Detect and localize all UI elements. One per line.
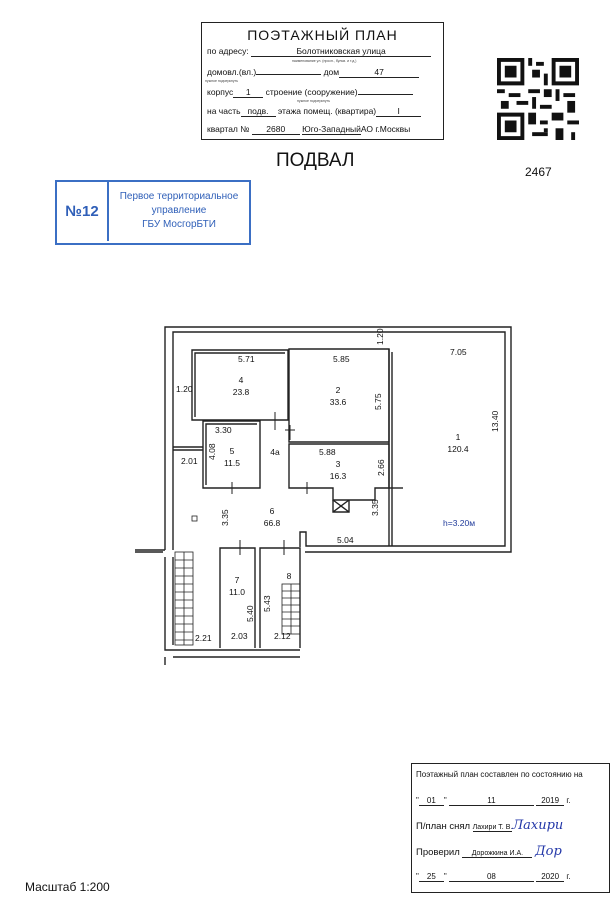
stroenie-hint: нужное подчеркнуть: [297, 99, 331, 103]
dim: 4.08: [207, 443, 217, 460]
doc-code: 2467: [525, 165, 552, 179]
address-value: Болотниковская улица: [251, 46, 432, 57]
floor-title: ПОДВАЛ: [276, 150, 355, 171]
surveyor-name: Лахири Т. В.: [472, 824, 513, 832]
dim: 2.12: [274, 631, 291, 641]
day-1: 01: [418, 796, 444, 806]
dim: 5.85: [333, 354, 350, 364]
walls: [135, 326, 512, 665]
doc-title: ПОЭТАЖНЫЙ ПЛАН: [247, 27, 398, 43]
checker-name: Дорожкина И.А.: [462, 850, 533, 858]
korpus-label: корпус: [207, 87, 234, 97]
qr-code: [497, 58, 579, 140]
dim: 5.75: [373, 393, 383, 410]
dim: 2.21: [195, 633, 212, 643]
column-marker: [191, 515, 198, 522]
year-suffix-2: г.: [566, 872, 571, 881]
dom-value: 47: [339, 67, 420, 78]
room-6-area: 66.8: [264, 518, 281, 528]
room-4a-num: 4а: [270, 447, 280, 457]
dim: 3.35: [370, 499, 380, 516]
dim: 3.30: [215, 425, 232, 435]
dim: 2.03: [231, 631, 248, 641]
stamp-line-2: управление: [151, 205, 207, 216]
kvartal-value: 2680: [251, 124, 300, 135]
room-2-area: 33.6: [330, 397, 347, 407]
dim: 2.66: [376, 459, 386, 476]
stairs: [174, 551, 301, 646]
day-2: 25: [418, 872, 444, 882]
dim: 5.88: [319, 447, 336, 457]
dim: 5.71: [238, 354, 255, 364]
domovl-hint: нужное подчеркнуть: [205, 79, 239, 83]
district: Юго-Западный: [302, 124, 361, 135]
stamp-line-1: Первое территориальное: [119, 191, 239, 202]
dim: 5.40: [245, 605, 255, 622]
part-label: на часть: [207, 106, 241, 116]
stamp-number: №12: [57, 182, 109, 241]
floor-label: этажа помещ. (квартира): [277, 106, 377, 116]
surveyor-label: П/план снял: [416, 821, 471, 832]
month-1: 11: [448, 796, 534, 806]
room-4-area: 23.8: [233, 387, 250, 397]
ceiling-height: h=3.20м: [443, 518, 475, 528]
kvartal-label: квартал №: [207, 124, 250, 134]
part-value: подв.: [240, 106, 276, 117]
room-8-num: 8: [287, 571, 292, 581]
address-label: по адресу:: [207, 46, 249, 56]
room-6-num: 6: [270, 506, 275, 516]
domovl-label: домовл.(вл.): [207, 67, 257, 77]
checker-signature: Дор: [535, 844, 562, 859]
year-2: 2020: [536, 872, 565, 882]
stroenie-label: строение (сооружение): [265, 87, 358, 97]
dim: 3.35: [220, 509, 230, 526]
month-2: 08: [448, 872, 534, 882]
room-5-area: 11.5: [224, 458, 240, 468]
room-5-num: 5: [230, 446, 235, 456]
room-2-num: 2: [336, 385, 341, 395]
dom-label: дом: [323, 67, 340, 77]
dim: 7.05: [450, 347, 467, 357]
scale-label: Масштаб 1:200: [25, 880, 110, 894]
dim: 5.43: [262, 595, 272, 612]
room-4-num: 4: [239, 375, 244, 385]
room-1-area: 120.4: [447, 444, 469, 454]
district-suffix: АО г.Москвы: [360, 124, 411, 134]
floor-value: I: [376, 106, 422, 117]
doors: [231, 412, 308, 555]
address-hint: наименование ул. (просп., бульв. и т.д.): [292, 59, 357, 63]
bti-stamp: №12 Первое территориальное управление ГБ…: [55, 180, 251, 245]
room-3-area: 16.3: [330, 471, 347, 481]
state-label: Поэтажный план составлен по состоянию на: [416, 770, 583, 779]
stamp-line-3: ГБУ МосгорБТИ: [142, 219, 216, 230]
room-7-area: 11.0: [229, 587, 245, 597]
room-1-num: 1: [456, 432, 461, 442]
year-suffix-1: г.: [566, 796, 571, 805]
dim: 2.01: [181, 456, 198, 466]
dim: 5.04: [337, 535, 354, 545]
room-3-num: 3: [336, 459, 341, 469]
korpus-value: 1: [233, 87, 264, 98]
room-labels: 1 120.4 2 33.6 3 16.3 4 23.8 5 11.5 6 66…: [224, 375, 469, 597]
checker-label: Проверил: [416, 847, 460, 858]
footer-box: Поэтажный план составлен по состоянию на…: [411, 763, 610, 893]
dim: 1.20: [176, 384, 193, 394]
dim: 1.20: [375, 328, 385, 345]
header-box: ПОЭТАЖНЫЙ ПЛАН по адресу: Болотниковская…: [201, 22, 444, 140]
room-7-num: 7: [235, 575, 240, 585]
year-1: 2019: [536, 796, 565, 806]
dim: 13.40: [490, 410, 500, 432]
dimensions: 7.05 13.40 1.20 5.71 5.85 5.75 1.20 3.30…: [176, 328, 500, 643]
surveyor-signature: Лахири: [512, 818, 564, 833]
